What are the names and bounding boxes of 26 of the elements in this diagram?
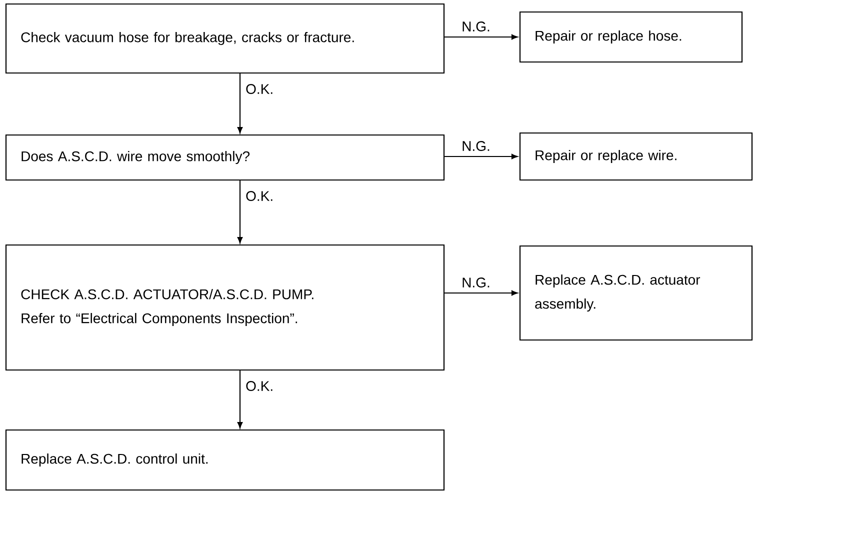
arrow	[444, 34, 518, 40]
process-box	[519, 11, 743, 63]
edge-label: N.G.	[462, 141, 490, 151]
box-text: Repair or replace wire.	[536, 150, 676, 164]
box-text: Replace A.S.C.D. control unit.	[22, 453, 208, 467]
box-text: CHECK A.S.C.D. ACTUATOR/A.S.C.D. PUMP. Refer to “Electrical Components Inspection”.	[21, 288, 314, 326]
edge-label: N.G.	[462, 278, 490, 288]
process-box	[5, 134, 445, 181]
box-text: Replace A.S.C.D. actuator assembly.	[535, 274, 700, 312]
process-box	[5, 3, 445, 74]
arrow	[237, 73, 243, 134]
edge-label: N.G.	[462, 22, 490, 32]
arrow	[444, 290, 518, 296]
process-box	[5, 244, 445, 371]
box-text: Does A.S.C.D. wire move smoothly?	[22, 150, 250, 164]
process-box	[519, 132, 753, 181]
arrow	[237, 180, 243, 244]
box-text: Check vacuum hose for breakage, cracks or fracture.	[21, 32, 354, 46]
process-box	[5, 429, 445, 491]
process-box	[519, 245, 753, 341]
edge-label: O.K.	[246, 381, 272, 391]
edge-label: O.K.	[246, 84, 272, 94]
arrow	[444, 154, 518, 160]
arrow	[237, 370, 243, 428]
box-text: Repair or replace hose.	[536, 30, 682, 44]
edge-label: O.K.	[246, 191, 272, 201]
